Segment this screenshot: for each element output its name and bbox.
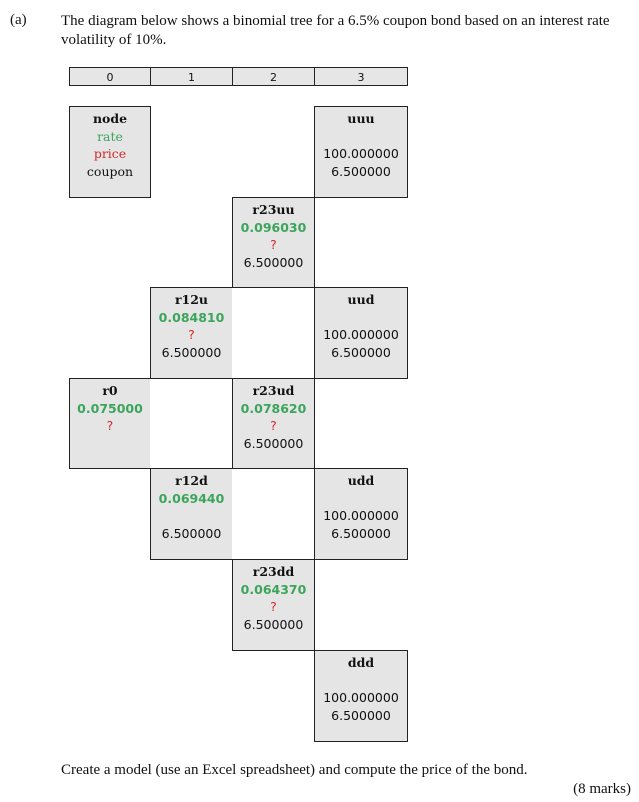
node-rate: 0.096030 — [240, 219, 307, 235]
question-marks: (8 marks) — [573, 781, 631, 797]
node-uud: uud 100.000000 6.500000 — [314, 287, 408, 379]
node-coupon: 6.500000 — [243, 435, 304, 451]
legend-rate: rate — [97, 128, 123, 144]
node-coupon: 6.500000 — [243, 254, 304, 270]
node-rate: 0.078620 — [240, 400, 307, 416]
node-label: uuu — [347, 111, 375, 126]
node-coupon: 6.500000 — [331, 163, 391, 179]
node-label: r12d — [175, 473, 208, 488]
node-coupon: 6.500000 — [331, 525, 391, 541]
node-label: r23dd — [252, 564, 295, 579]
legend-node-label: node — [92, 111, 128, 126]
node-uuu: uuu 100.000000 6.500000 — [314, 106, 408, 198]
node-r23ud: r23ud 0.078620 ? 6.500000 — [232, 378, 315, 469]
node-coupon: 6.500000 — [331, 707, 391, 723]
period-header-0: 0 — [69, 67, 151, 86]
node-price: ? — [270, 599, 277, 614]
node-label: uud — [347, 292, 375, 307]
empty-cell — [150, 378, 233, 469]
node-r12d: r12d 0.069440 6.500000 — [150, 468, 233, 560]
node-price: 100.000000 — [323, 508, 399, 523]
node-coupon: 6.500000 — [243, 616, 304, 632]
node-label: r12u — [174, 292, 209, 307]
node-price: ? — [106, 418, 114, 433]
question-instruction: Create a model (use an Excel spreadsheet… — [61, 762, 528, 778]
node-rate: 0.064370 — [240, 581, 307, 597]
node-rate: 0.075000 — [77, 400, 143, 416]
empty-cell — [232, 468, 315, 560]
node-price: 100.000000 — [323, 690, 399, 705]
node-price: ? — [270, 237, 277, 252]
empty-cell — [232, 287, 315, 379]
question-label: (a) — [10, 12, 27, 28]
node-label: r0 — [102, 383, 118, 398]
node-label: r23ud — [252, 383, 295, 398]
node-coupon: 6.500000 — [161, 344, 222, 360]
node-ddd: ddd 100.000000 6.500000 — [314, 650, 408, 742]
node-rate: 0.084810 — [158, 309, 225, 325]
period-header-3: 3 — [314, 67, 408, 86]
node-r12u: r12u 0.084810 ? 6.500000 — [150, 287, 233, 379]
node-coupon: 6.500000 — [331, 344, 391, 360]
period-header-1: 1 — [150, 67, 233, 86]
node-price: 100.000000 — [323, 327, 399, 342]
node-rate: 0.069440 — [158, 490, 225, 506]
node-label: r23uu — [252, 202, 295, 217]
node-price: ? — [188, 327, 195, 342]
node-coupon: 6.500000 — [161, 525, 222, 541]
legend-node: node rate price coupon — [69, 106, 151, 198]
legend-price: price — [93, 146, 127, 161]
question-intro: The diagram below shows a binomial tree … — [61, 13, 610, 48]
node-r0: r0 0.075000 ? — [69, 378, 151, 469]
node-label: ddd — [347, 655, 375, 670]
node-label: udd — [347, 473, 375, 488]
node-udd: udd 100.000000 6.500000 — [314, 468, 408, 560]
node-r23uu: r23uu 0.096030 ? 6.500000 — [232, 197, 315, 288]
node-price: 100.000000 — [323, 146, 399, 161]
node-r23dd: r23dd 0.064370 ? 6.500000 — [232, 559, 315, 651]
period-header-2: 2 — [232, 67, 315, 86]
node-price: ? — [270, 418, 277, 433]
legend-coupon: coupon — [86, 163, 134, 179]
